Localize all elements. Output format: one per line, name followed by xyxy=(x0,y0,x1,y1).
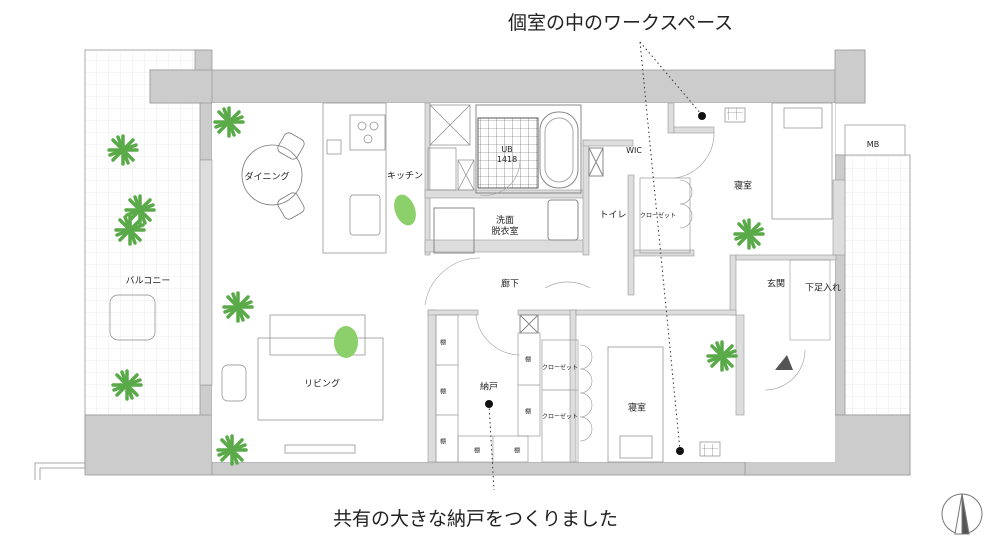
label-shelf: 棚 xyxy=(439,438,447,446)
label-entrance: 玄関 xyxy=(766,279,786,290)
label-closet-2b: クローゼット xyxy=(541,413,579,421)
label-bedroom-1: 寝室 xyxy=(733,181,753,192)
label-storage: 納戸 xyxy=(479,382,499,393)
label-hallway: 廊下 xyxy=(500,279,520,290)
label-wic: WIC xyxy=(626,146,642,155)
label-closet-2a: クローゼット xyxy=(541,364,579,372)
label-dining: ダイニング xyxy=(244,172,290,183)
label-shelf: 棚 xyxy=(513,447,521,455)
label-shelf: 棚 xyxy=(473,447,481,455)
caption-workspace: 個室の中のワークスペース xyxy=(508,12,734,34)
balcony-left xyxy=(84,49,208,471)
label-toilet: トイレ xyxy=(599,210,627,221)
label-ub: UB 1418 xyxy=(496,145,518,164)
label-washroom: 洗面 脱衣室 xyxy=(491,215,519,237)
dining-set xyxy=(241,132,305,220)
label-shelf: 棚 xyxy=(439,388,447,396)
label-living: リビング xyxy=(303,379,341,390)
compass-icon xyxy=(941,493,983,535)
ub-floor xyxy=(477,117,539,189)
walls xyxy=(84,49,911,476)
label-closet-1: クローゼット xyxy=(639,212,677,220)
callout-lines xyxy=(488,41,703,491)
label-shoe-storage: 下足入れ xyxy=(804,283,842,294)
label-kitchen: キッチン xyxy=(386,171,424,182)
label-shelf: 棚 xyxy=(524,356,532,364)
label-mb: MB xyxy=(866,140,880,149)
kitchen-counter xyxy=(322,102,475,254)
label-shelf: 棚 xyxy=(524,408,532,416)
balcony-right xyxy=(834,154,911,416)
label-bedroom-2: 寝室 xyxy=(627,403,647,414)
label-balcony: バルコニー xyxy=(125,276,171,287)
caption-storage: 共有の大きな納戸をつくりました xyxy=(333,508,619,530)
label-shelf: 棚 xyxy=(439,339,447,347)
